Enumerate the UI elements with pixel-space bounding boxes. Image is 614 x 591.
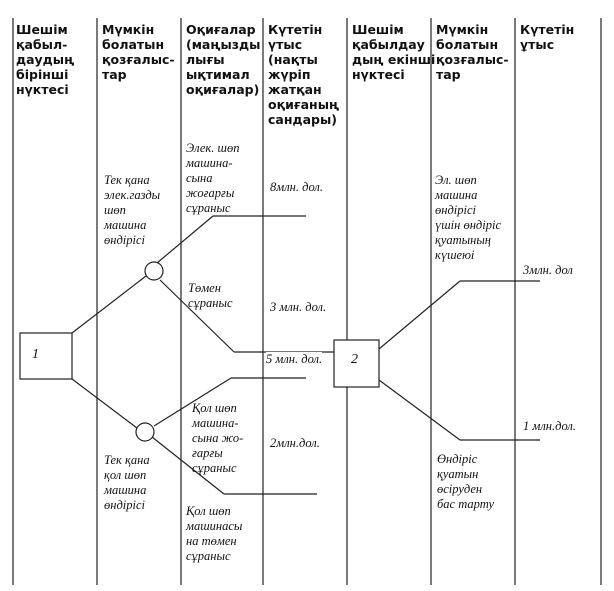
payoff-3m-second: 3млн. дол — [523, 263, 573, 277]
event-electric-high-demand: Элек. шөп машина- сына жоғарғы сұраныс — [186, 141, 240, 215]
branch-line — [159, 279, 235, 353]
move-manual-only: Тек қана қол шөп машина өндірісі — [104, 453, 150, 512]
branch-line — [153, 377, 232, 427]
header-expected-payoff-2: Күтетін ұтыс — [520, 22, 575, 52]
branch-line — [378, 280, 461, 350]
branch-line — [378, 379, 461, 441]
payoff-1m: 1 млн.дол. — [523, 419, 576, 433]
branch-line — [151, 436, 225, 495]
move-electric-only: Тек қана элек.газды шөп машина өндірісі — [104, 173, 161, 247]
branch-line — [71, 378, 138, 429]
event-electric-low-demand: Төмен сұраныс — [188, 281, 233, 310]
payoff-8m: 8млн. дол. — [270, 180, 323, 194]
branch-line — [71, 275, 147, 334]
chance-node-upper — [144, 261, 164, 281]
header-expected-payoff-1: Күтетін үтыс (нақты жүріп жатқан оқиғаны… — [268, 22, 340, 127]
header-possible-moves-1: Мүмкін болатын қозғалыс- тар — [102, 22, 175, 82]
payoff-3m: 3 млн. дол. — [270, 300, 327, 314]
branch-line — [156, 215, 214, 264]
header-decision-point-1: Шешім қабыл- даудың бірінші нүктесі — [16, 22, 75, 97]
event-manual-low-demand: Қол шөп машинасы на төмен сұраныс — [186, 504, 243, 563]
event-manual-high-demand: Қол шөп машина- сына жо- ғарғы сұраныс — [192, 401, 244, 475]
decision-node-1-label: 1 — [32, 347, 39, 362]
decision-node-2-box — [333, 339, 380, 388]
decision-node-1-box — [19, 332, 73, 380]
payoff-2m: 2млн.дол. — [270, 436, 320, 450]
decision-node-2-label: 2 — [351, 352, 358, 367]
header-decision-point-2: Шешім қабылдау дың екінші нүктесі — [352, 22, 436, 82]
header-possible-moves-2: Мүмкін болатын қозғалыс- тар — [436, 22, 509, 82]
header-events: Оқиғалар (маңызды лығы ықтимал оқиғалар) — [186, 22, 261, 97]
move-refuse-expansion: Өндіріс қуатын өсіруден бас тарту — [437, 452, 494, 511]
payoff-5m: 5 млн. дол. — [266, 352, 323, 367]
chance-node-lower — [135, 422, 155, 442]
move-expand-capacity: Эл. шөп машина өндірісі үшін өндіріс қуа… — [435, 173, 502, 262]
